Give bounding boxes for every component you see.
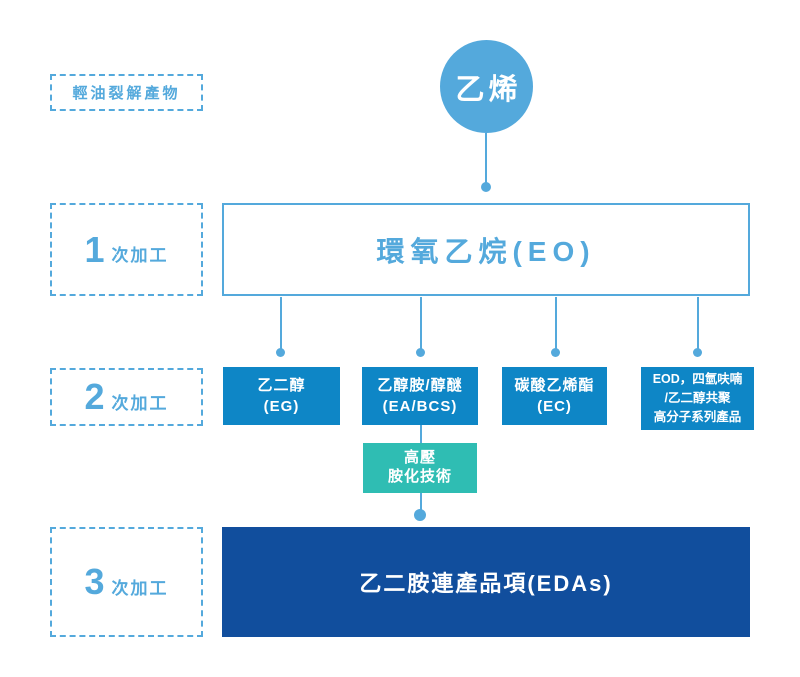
- stage-label-2: 2 次加工: [50, 368, 203, 426]
- node-eod-line1: EOD，四氫呋喃: [652, 372, 743, 387]
- stage-label-2-inner: 2 次加工: [84, 379, 168, 415]
- connector-dot-root: [481, 182, 491, 192]
- node-eg-line1: 乙二醇: [257, 377, 306, 394]
- connector-dot-eg: [276, 348, 285, 357]
- connector-line-ea-bcs: [420, 297, 422, 349]
- connector-line-ec: [555, 297, 557, 349]
- tech-line1: 高壓: [403, 449, 436, 467]
- stage-label-3: 3 次加工: [50, 527, 203, 637]
- node-eg: 乙二醇 (EG): [223, 367, 340, 425]
- node-eod-line3: 高分子系列產品: [653, 409, 742, 424]
- connector-line-tech-top: [420, 425, 422, 443]
- stage-2-number: 2: [84, 376, 105, 417]
- node-ethylene: 乙烯: [440, 40, 533, 133]
- node-eod-polymer: EOD，四氫呋喃 /乙二醇共聚 高分子系列產品: [641, 367, 754, 430]
- stage-label-1: 1 次加工: [50, 203, 203, 296]
- node-ea-bcs-line1: 乙醇胺/醇醚: [377, 377, 463, 394]
- node-ethylene-label: 乙烯: [455, 73, 522, 106]
- stage-2-suffix: 次加工: [111, 393, 169, 413]
- stage-label-1-inner: 1 次加工: [84, 228, 169, 270]
- tech-line2: 胺化技術: [387, 468, 452, 485]
- node-ea-bcs: 乙醇胺/醇醚 (EA/BCS): [362, 367, 478, 425]
- node-ec: 碳酸乙烯酯 (EC): [502, 367, 607, 425]
- connector-line-eg: [280, 297, 282, 349]
- connector-dot-eod: [693, 348, 702, 357]
- node-eo: 環氧乙烷(EO): [222, 203, 750, 296]
- node-eod-line2: /乙二醇共聚: [664, 391, 731, 406]
- connector-line-root: [485, 133, 487, 183]
- stage-1-number: 1: [84, 228, 105, 270]
- stage-1-suffix: 次加工: [111, 246, 169, 265]
- connector-dot-ec: [551, 348, 560, 357]
- node-edas: 乙二胺連產品項(EDAs): [222, 527, 750, 637]
- stage-label-3-inner: 3 次加工: [84, 564, 168, 600]
- connector-line-tech-bottom: [420, 493, 422, 511]
- node-edas-label: 乙二胺連產品項(EDAs): [359, 571, 613, 596]
- node-high-pressure-amination: 高壓 胺化技術: [363, 443, 477, 493]
- connector-line-eod: [697, 297, 699, 349]
- stage-3-number: 3: [84, 561, 105, 602]
- node-ec-line1: 碳酸乙烯酯: [514, 377, 595, 394]
- node-eo-label: 環氧乙烷(EO): [376, 235, 596, 267]
- node-ea-bcs-line2: (EA/BCS): [382, 398, 458, 415]
- connector-dot-tech: [414, 509, 426, 521]
- node-eg-line2: (EG): [263, 398, 300, 415]
- connector-dot-ea-bcs: [416, 348, 425, 357]
- node-ec-line2: (EC): [537, 398, 572, 415]
- source-label-naphtha-cracking: 輕油裂解產物: [50, 74, 203, 111]
- stage-3-suffix: 次加工: [111, 578, 169, 598]
- source-label-text: 輕油裂解產物: [72, 85, 181, 102]
